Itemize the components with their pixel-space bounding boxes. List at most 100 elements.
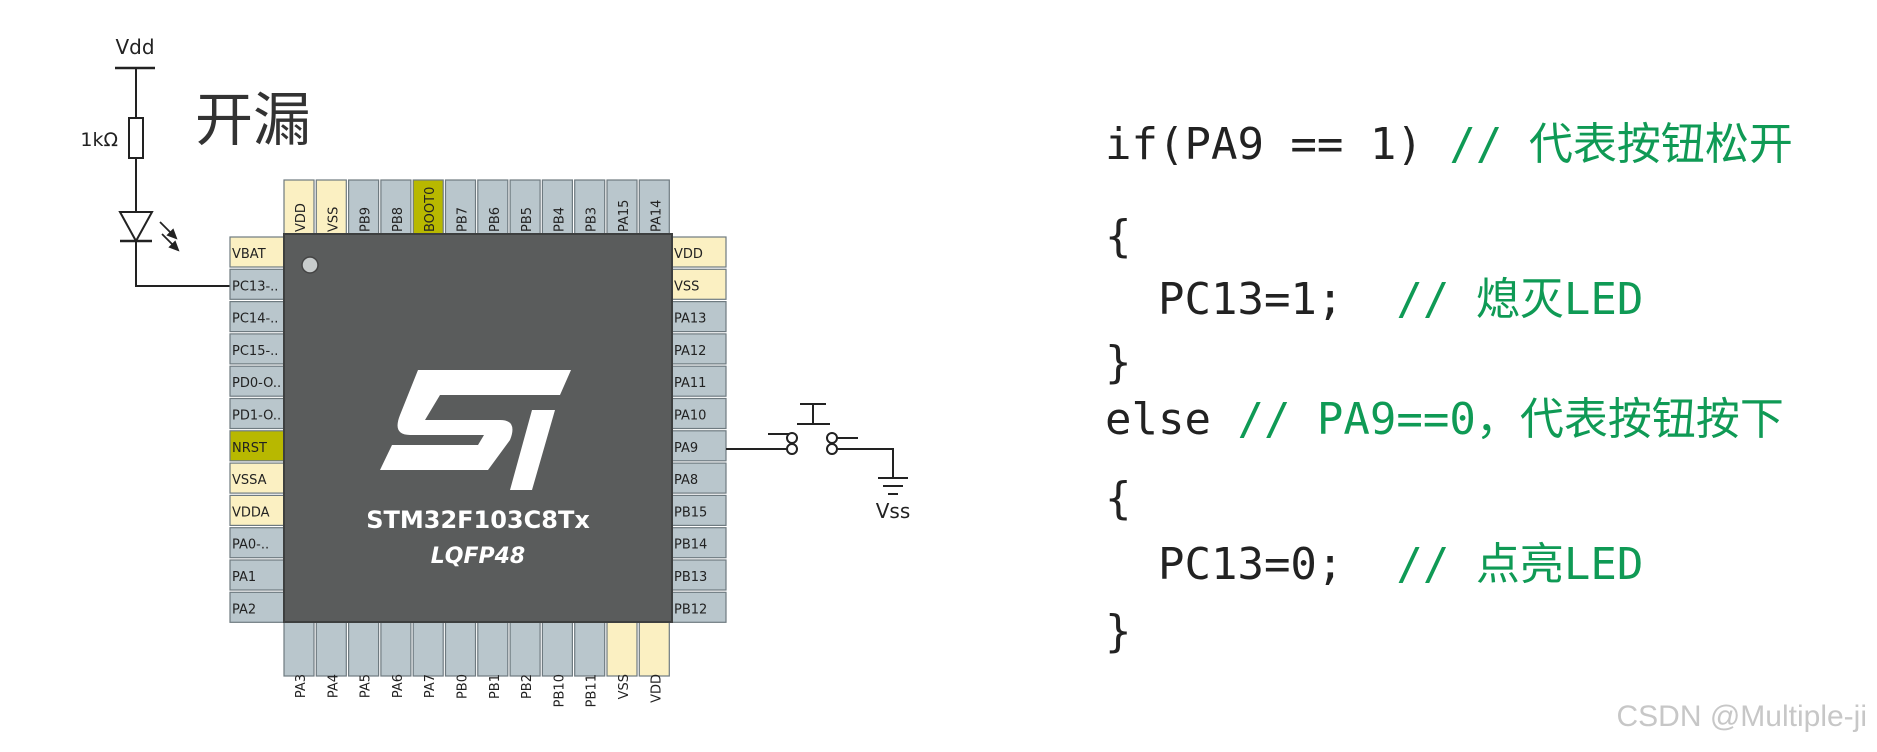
- pin-vbat: [229, 236, 285, 268]
- pin-pb0: [444, 621, 477, 677]
- pin-label: PB9: [359, 207, 374, 232]
- pin-label: PA0-..: [232, 538, 269, 553]
- chip-package: LQFP48: [431, 544, 526, 569]
- resistor-label: 1kΩ: [80, 129, 118, 151]
- pin-pa2: [229, 591, 285, 623]
- st-logo: [380, 370, 571, 490]
- pin-label: PA2: [232, 602, 256, 617]
- pin-pd1-o: [229, 397, 285, 430]
- pin-label: PA3: [294, 674, 309, 698]
- pin-vdda: [229, 494, 285, 526]
- code-line: }: [1105, 607, 1132, 657]
- code-comment: // 熄灭LED: [1396, 274, 1644, 325]
- pin-label: PB15: [674, 505, 707, 520]
- pin-label: VSS: [326, 207, 341, 232]
- pin-pb1: [477, 621, 509, 677]
- vss-label: Vss: [876, 499, 911, 523]
- code-comment: // 点亮LED: [1396, 539, 1644, 590]
- pin-label: PB2: [520, 674, 535, 699]
- pin-label: PB0: [456, 674, 471, 699]
- pin-label: PA8: [674, 473, 698, 488]
- pin-label: PD1-O..: [232, 409, 281, 424]
- pin-pc14: [229, 301, 285, 333]
- resistor: [128, 117, 144, 159]
- code-text: PC13=1;: [1105, 274, 1397, 325]
- pin-label: VSSA: [232, 473, 267, 488]
- code-line: if(PA9 == 1) // 代表按钮松开: [1105, 120, 1793, 170]
- pin-pb3: [574, 179, 606, 235]
- pin-pa9: [671, 430, 727, 462]
- pin-vss: [315, 179, 347, 235]
- code-line: }: [1105, 338, 1132, 388]
- pin-label: PB4: [552, 207, 567, 232]
- open-drain-title: 开漏: [195, 86, 311, 154]
- pin-label: PA1: [232, 570, 256, 585]
- pin-pb10: [541, 621, 574, 677]
- code-line: PC13=1; // 熄灭LED: [1105, 275, 1643, 325]
- pin-pa3: [283, 621, 315, 677]
- pin-pb4: [541, 179, 574, 235]
- pin-vss: [606, 621, 638, 677]
- code-text: {: [1105, 473, 1132, 524]
- code-comment: // 代表按钮松开: [1449, 119, 1793, 170]
- pin-pa8: [671, 462, 727, 494]
- chip-part-number: STM32F103C8Tx: [366, 506, 590, 534]
- wire-led-pc13: [135, 241, 230, 287]
- pin-label: PB13: [674, 570, 707, 585]
- pin-label: PB10: [552, 674, 567, 707]
- pin-pb13: [671, 559, 727, 591]
- push-button-icon: [768, 403, 858, 455]
- pin-label: VDD: [649, 674, 664, 703]
- pin-label: PB7: [456, 207, 471, 232]
- code-line: {: [1105, 212, 1132, 262]
- pin-boot0: [412, 179, 444, 235]
- pin-pa11: [671, 365, 727, 397]
- pin-pb9: [348, 179, 380, 235]
- pin1-marker: [301, 256, 319, 274]
- pin-pa0: [229, 527, 285, 559]
- pin-label: PA13: [674, 312, 706, 327]
- vdd-label: Vdd: [115, 35, 154, 59]
- pin-label: VDDA: [232, 505, 270, 520]
- pin-label: PB1: [488, 674, 503, 699]
- pin-pa12: [671, 333, 727, 365]
- code-comment: // PA9==0，代表按钮按下: [1237, 394, 1784, 445]
- pin-vss: [671, 268, 727, 300]
- pin-label: PA4: [326, 674, 341, 698]
- pin-pb2: [509, 621, 541, 677]
- pin-label: PA10: [674, 409, 706, 424]
- pin-label: VSS: [674, 279, 699, 294]
- pin-pb11: [574, 621, 606, 677]
- pin-label: PA5: [359, 674, 374, 698]
- pin-label: VBAT: [232, 247, 266, 262]
- ground-icon: [878, 477, 908, 495]
- pin-label: PC14-..: [232, 312, 278, 327]
- pin-label: PC15-..: [232, 344, 278, 359]
- pin-pa15: [606, 179, 638, 235]
- pin-label: PB12: [674, 602, 707, 617]
- pin-pa6: [380, 621, 412, 677]
- pin-nrst: [229, 430, 285, 462]
- code-text: if(PA9 == 1): [1105, 119, 1450, 170]
- watermark: CSDN @Multiple-ji: [1616, 700, 1868, 733]
- pin-label: PA6: [391, 674, 406, 698]
- pin-label: VSS: [617, 674, 632, 699]
- pin-pa5: [348, 621, 380, 677]
- pin-pa4: [315, 621, 347, 677]
- pin-label: PA7: [423, 674, 438, 698]
- pin-pb14: [671, 527, 727, 559]
- pin-pa1: [229, 559, 285, 591]
- pin-label: PB5: [520, 207, 535, 232]
- pin-label: PA9: [674, 441, 698, 456]
- pin-label: PB11: [585, 674, 600, 707]
- light-rays-icon: [159, 221, 180, 252]
- code-line: {: [1105, 474, 1132, 524]
- code-text: PC13=0;: [1105, 539, 1397, 590]
- code-text: else: [1105, 394, 1238, 445]
- pin-pb8: [380, 179, 412, 235]
- code-text: }: [1105, 337, 1132, 388]
- pin-label: PB14: [674, 538, 707, 553]
- pin-vdd: [638, 621, 670, 677]
- pin-label: PB3: [585, 207, 600, 232]
